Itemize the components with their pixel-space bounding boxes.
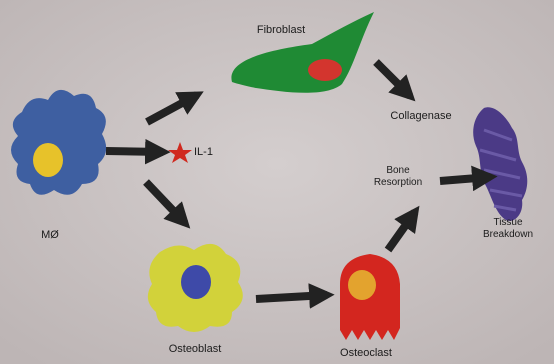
bone-resorption-label: Bone Resorption xyxy=(358,165,438,189)
arrow-to-il1 xyxy=(106,151,163,152)
collagenase-label: Collagenase xyxy=(376,110,466,122)
osteoblast-label: Osteoblast xyxy=(150,343,240,355)
osteoblast-nucleus xyxy=(181,265,211,299)
fibroblast-label: Fibroblast xyxy=(236,24,326,36)
arrow-to-osteoclast xyxy=(256,295,327,299)
arrow-to-tissue xyxy=(440,177,490,181)
macrophage-nucleus xyxy=(33,143,63,177)
osteoclast-label: Osteoclast xyxy=(321,347,411,359)
osteoclast-cell xyxy=(340,254,400,340)
macrophage-label: MØ xyxy=(30,229,70,241)
tissue-breakdown-label: Tissue Breakdown xyxy=(468,217,548,241)
osteoblast-cell xyxy=(148,244,243,332)
il1-label: IL-1 xyxy=(194,146,226,158)
osteoclast-nucleus xyxy=(348,270,376,300)
fibroblast-nucleus xyxy=(308,59,342,81)
